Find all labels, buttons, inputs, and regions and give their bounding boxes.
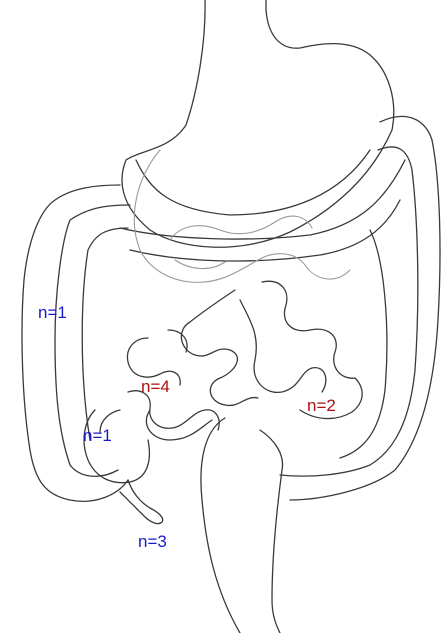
stomach <box>122 0 394 247</box>
label-ileum: n=4 <box>141 378 170 395</box>
label-ascending-colon: n=1 <box>38 304 67 321</box>
label-cecum: n=1 <box>83 427 112 444</box>
small-intestine <box>100 281 362 440</box>
rectum <box>201 418 283 633</box>
label-appendix: n=3 <box>138 533 167 550</box>
label-jejunum: n=2 <box>307 397 336 414</box>
